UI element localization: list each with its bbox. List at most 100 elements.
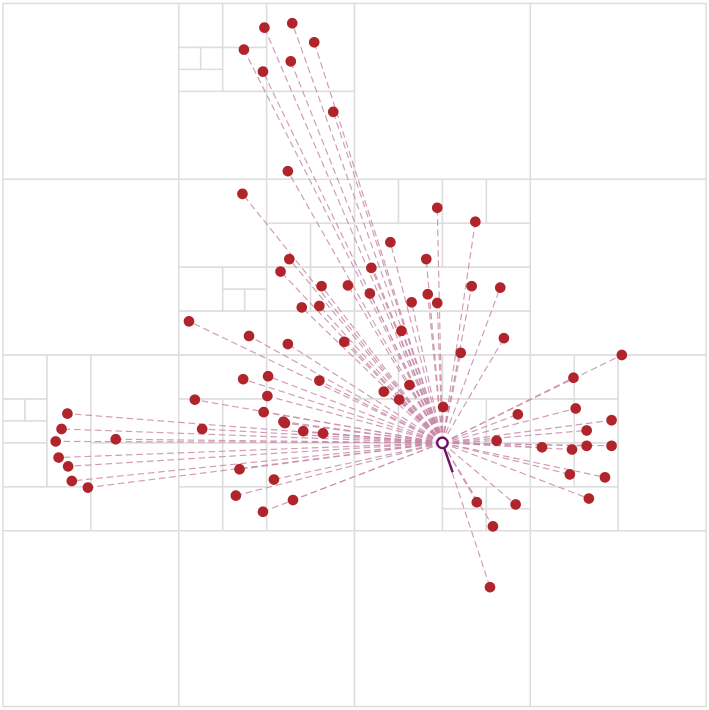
quadtree-cell — [177, 2, 224, 49]
quadtree-cell — [90, 442, 180, 532]
data-point — [599, 471, 611, 483]
quadtree-cell — [529, 398, 575, 444]
data-point — [196, 423, 208, 435]
search-link — [321, 285, 443, 444]
search-link — [441, 442, 494, 527]
data-point — [470, 216, 481, 228]
data-point — [606, 440, 617, 452]
search-link — [318, 305, 443, 444]
data-point — [279, 417, 291, 429]
data-point — [282, 165, 294, 177]
quadtree-cell — [485, 398, 532, 444]
quadtree-cell — [441, 508, 488, 532]
quadtree-cell — [529, 530, 707, 708]
quadtree-cell — [265, 442, 356, 532]
data-point — [581, 425, 592, 436]
search-link — [313, 42, 443, 444]
data-point — [570, 403, 581, 414]
quadtree-cell — [177, 398, 224, 444]
quadtree-cell — [2, 420, 48, 444]
search-link — [436, 302, 443, 443]
data-point — [404, 379, 415, 391]
quadtree-cell — [397, 178, 444, 224]
data-point — [327, 106, 339, 118]
data-point — [491, 435, 502, 447]
search-link — [263, 27, 443, 444]
quadtree-cell — [177, 530, 356, 708]
data-point — [616, 349, 628, 361]
data-point — [238, 44, 250, 55]
quadtree-cell — [177, 46, 202, 71]
data-point — [189, 394, 201, 405]
quadtree-cell — [485, 178, 532, 224]
search-link — [267, 395, 443, 444]
search-link — [284, 422, 443, 444]
search-link — [442, 440, 497, 444]
data-point — [282, 338, 294, 350]
search-link — [115, 438, 443, 444]
search-link — [71, 442, 443, 482]
quadtree-cell — [221, 398, 268, 444]
data-point — [243, 330, 255, 342]
search-link — [68, 442, 443, 467]
search-link — [332, 111, 443, 444]
search-link — [67, 413, 443, 444]
data-point — [317, 428, 329, 439]
data-point — [366, 262, 377, 274]
search-link — [87, 442, 443, 489]
search-link — [436, 207, 443, 443]
search-link — [287, 343, 443, 444]
data-point — [275, 266, 286, 277]
data-point — [437, 401, 449, 413]
data-point — [62, 461, 74, 472]
quadtree-cell — [177, 178, 268, 268]
data-point — [342, 280, 354, 291]
data-point — [314, 375, 325, 386]
data-point — [296, 302, 308, 313]
quadtree-cell — [199, 46, 224, 71]
search-link — [319, 380, 443, 444]
quadtree-cell — [309, 222, 356, 268]
data-point — [308, 36, 320, 48]
quadtree-cell — [529, 486, 619, 532]
data-point — [286, 17, 298, 29]
search-link — [441, 287, 501, 444]
data-point — [284, 253, 295, 265]
data-point — [66, 475, 78, 487]
data-point — [316, 280, 327, 292]
data-point — [466, 280, 477, 292]
search-link — [442, 419, 612, 444]
search-link — [442, 442, 606, 478]
quadtree-cell — [2, 2, 180, 180]
quadtree-cell — [2, 354, 48, 400]
data-point — [230, 490, 242, 501]
data-point — [287, 494, 299, 506]
data-point — [297, 425, 309, 437]
search-link — [442, 413, 519, 444]
search-link — [425, 259, 443, 443]
search-link — [242, 378, 443, 444]
quadtree-cell — [529, 354, 575, 400]
data-point — [393, 394, 405, 405]
search-link — [290, 61, 443, 444]
data-point — [62, 408, 73, 419]
search-link — [441, 352, 462, 444]
quadtree-cell — [2, 178, 180, 356]
search-link — [442, 442, 590, 500]
data-point — [82, 482, 94, 493]
quadtree-cell — [2, 486, 92, 532]
data-point — [471, 496, 483, 508]
data-point — [512, 409, 524, 420]
search-link — [280, 271, 443, 444]
search-link — [273, 442, 443, 481]
data-point — [262, 390, 273, 402]
data-point — [487, 521, 499, 532]
data-point — [422, 288, 434, 300]
data-point — [406, 296, 417, 308]
search-link — [263, 411, 443, 444]
search-link — [61, 428, 443, 444]
search-link — [427, 294, 443, 443]
query-point-group[interactable] — [436, 436, 454, 473]
quadtree-cell — [2, 530, 180, 708]
query-point[interactable] — [436, 436, 449, 450]
